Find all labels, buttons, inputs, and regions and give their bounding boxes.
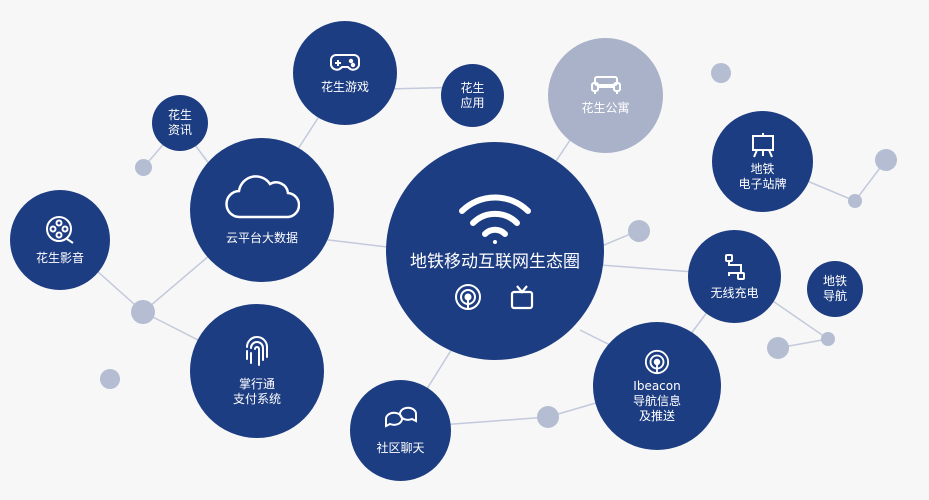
- node-chat-label: 社区聊天: [376, 441, 425, 455]
- node-ibeacon-label-1: Ibeacon: [633, 378, 681, 393]
- node-game: 花生游戏: [293, 21, 397, 125]
- node-app-label-1: 花生: [460, 80, 485, 95]
- node-cloud: 云平台大数据: [190, 138, 334, 282]
- connector-dot: [767, 337, 789, 359]
- connector-dot: [875, 149, 897, 171]
- connector-dot: [628, 220, 650, 242]
- node-nav-label-1: 地铁: [822, 274, 847, 288]
- node-sign-label-1: 地铁: [750, 161, 775, 176]
- tv-icon: [510, 285, 534, 310]
- node-center: 地铁移动互联网生态圈: [386, 142, 604, 360]
- chat-bubbles-icon: [384, 406, 417, 428]
- node-sign-label-2: 电子站牌: [738, 176, 787, 191]
- node-chat: 社区聊天: [350, 380, 451, 481]
- connector-dot: [848, 194, 862, 208]
- node-nav-label-2: 导航: [822, 289, 847, 303]
- ibeacon-icon: [455, 284, 481, 310]
- node-ibeacon: Ibeacon 导航信息 及推送: [593, 322, 721, 450]
- node-news-label-1: 花生: [167, 108, 192, 122]
- node-charge-label: 无线充电: [710, 285, 759, 300]
- fingerprint-icon: [246, 336, 268, 366]
- node-sign: 地铁 电子站牌: [712, 111, 813, 212]
- film-reel-icon: [46, 215, 74, 244]
- node-news-label-2: 资讯: [167, 123, 192, 137]
- connector-dot: [537, 406, 559, 428]
- node-news: 花生 资讯: [152, 95, 208, 151]
- ibeacon-icon: [644, 349, 670, 374]
- node-pay: 掌行通 支付系统: [190, 304, 324, 438]
- connector-dot: [135, 159, 152, 176]
- charging-cable-icon: [724, 253, 745, 280]
- node-app: 花生 应用: [441, 64, 504, 127]
- node-pay-label-1: 掌行通: [238, 377, 275, 391]
- wifi-icon: [459, 194, 531, 244]
- connector-dot: [821, 332, 835, 346]
- node-app-label-2: 应用: [460, 95, 485, 110]
- node-nav: 地铁 导航: [807, 261, 863, 317]
- cloud-icon: [225, 174, 300, 218]
- center-label: 地铁移动互联网生态圈: [410, 252, 580, 272]
- node-charge: 无线充电: [688, 230, 781, 323]
- signboard-icon: [751, 132, 774, 157]
- gamepad-icon: [330, 53, 360, 71]
- node-cloud-label: 云平台大数据: [225, 230, 298, 245]
- node-apartment: 花生公寓: [548, 38, 663, 153]
- node-media-label: 花生影音: [35, 250, 84, 265]
- node-apartment-label: 花生公寓: [581, 101, 630, 115]
- sofa-icon: [590, 76, 621, 94]
- node-ibeacon-label-2: 导航信息: [632, 393, 681, 408]
- node-ibeacon-label-3: 及推送: [638, 408, 675, 423]
- node-media: 花生影音: [10, 190, 110, 290]
- node-pay-label-2: 支付系统: [232, 392, 281, 406]
- node-game-label: 花生游戏: [320, 79, 369, 94]
- connector-dot: [131, 300, 155, 324]
- connector-dot: [711, 63, 731, 83]
- connector-dot: [100, 369, 120, 389]
